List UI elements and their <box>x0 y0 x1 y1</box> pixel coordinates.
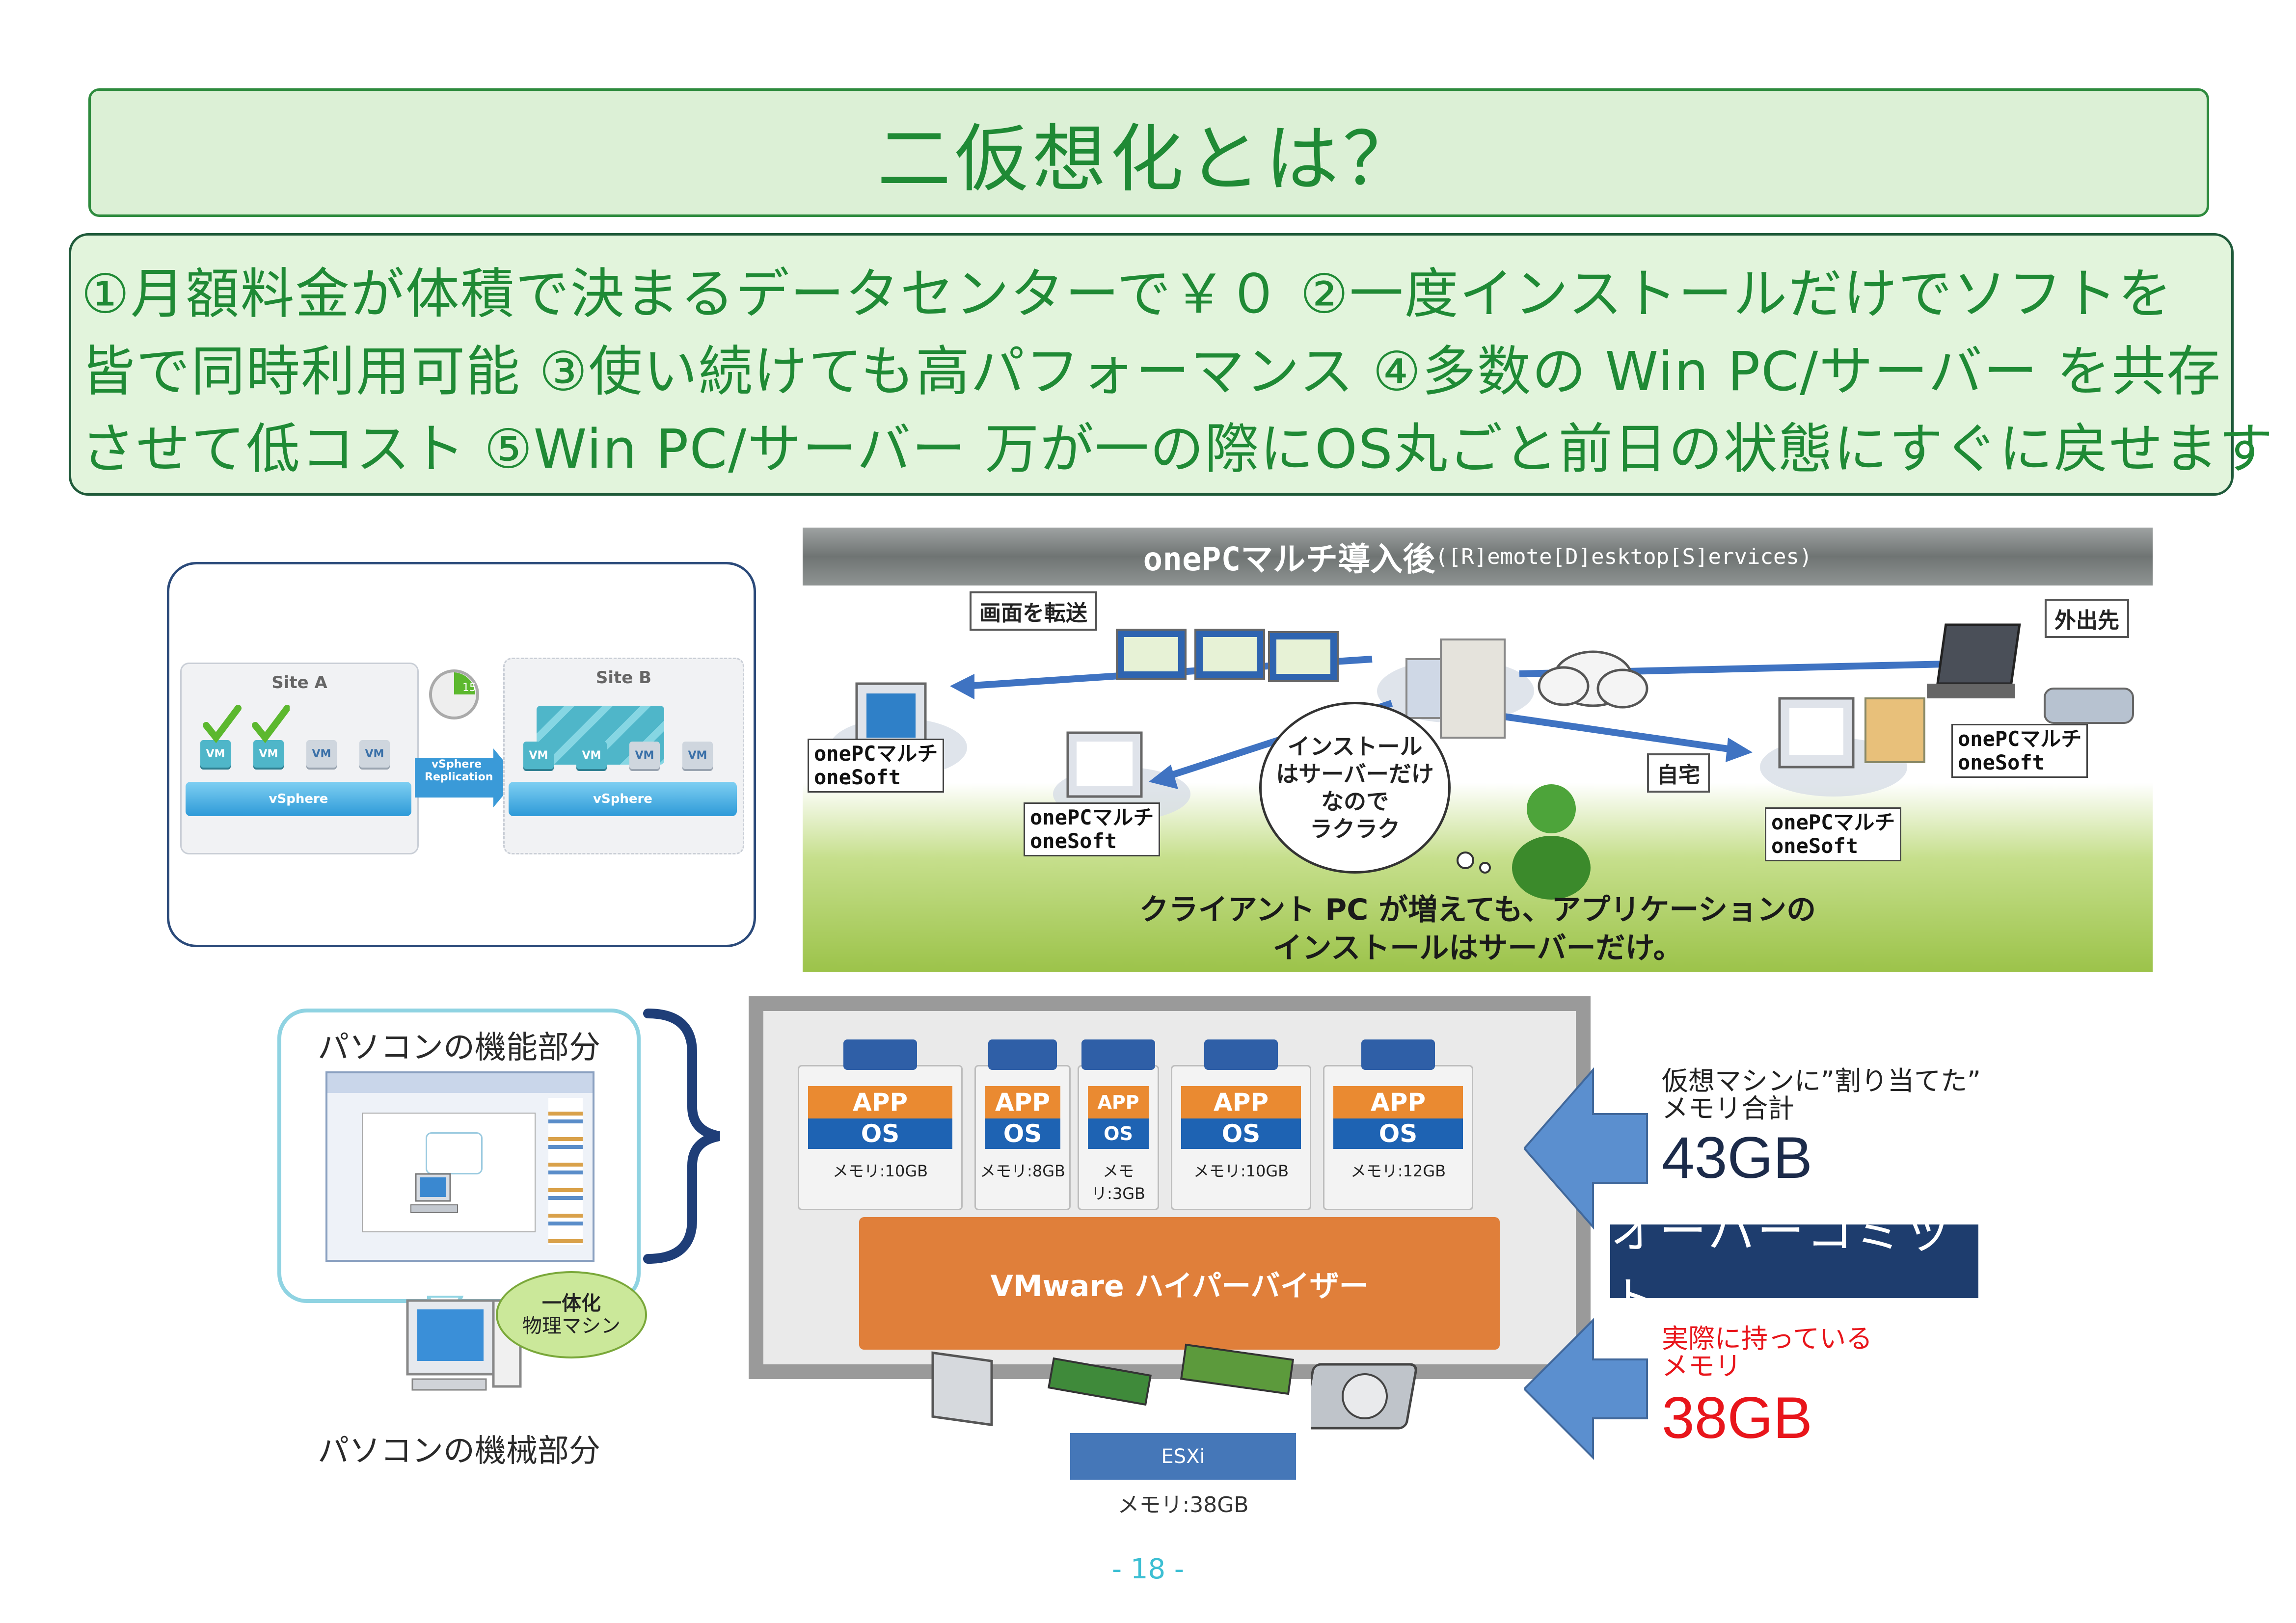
esxi-memory: メモリ:38GB <box>1117 1492 1249 1517</box>
page-number: - 18 - <box>1111 1553 1185 1585</box>
onepc-header: onePCマルチ導入後 ([R]emote[D]esktop[S]ervices… <box>803 528 2153 585</box>
computer-icon <box>410 1173 458 1213</box>
site-b-label: Site B <box>595 668 652 688</box>
vm-icon: VM <box>576 742 607 769</box>
esxi-bar: ESXi <box>1070 1433 1296 1480</box>
vm-box: APP OS メモリ:3GB <box>1078 1039 1159 1210</box>
onepc-diagram: onePCマルチ導入後 ([R]emote[D]esktop[S]ervices… <box>803 528 2153 972</box>
slide-title: 二仮想化とは？ <box>877 116 1420 202</box>
actual-memory-value: 38GB <box>1662 1385 1812 1451</box>
vm-icon: VM <box>523 742 554 769</box>
tag-outside: 外出先 <box>2045 599 2129 638</box>
onepc-title: onePCマルチ導入後 <box>1143 540 1435 578</box>
app-window <box>325 1071 594 1262</box>
vsphere-bar: vSphere <box>509 782 737 816</box>
actual-memory-label: 実際に持っている メモリ <box>1662 1323 1873 1382</box>
vm-box: APP OS メモリ:8GB <box>974 1039 1071 1210</box>
timer-icon: 15 <box>429 669 479 719</box>
vmware-frame: APP OS メモリ:10GB APP OS メモリ:8GB APP OS メモ… <box>749 996 1591 1379</box>
vm-memory: メモリ:12GB <box>1350 1162 1446 1180</box>
memory-icon <box>1047 1343 1295 1406</box>
vm-icon: VM <box>200 740 231 768</box>
arrow-left-icon <box>1524 1318 1648 1460</box>
hardware-icons <box>931 1343 1295 1427</box>
tag-home: 自宅 <box>1647 753 1710 793</box>
pc-functional-label: パソコンの機能部分 <box>318 1030 600 1066</box>
vm-memory: メモリ:10GB <box>1193 1162 1289 1180</box>
overcommit-badge: オーバーコミット <box>1610 1204 1978 1327</box>
hard-disk-icon <box>1311 1363 1417 1430</box>
vm-memory: メモリ:10GB <box>832 1162 928 1180</box>
timer-value: 15 <box>462 682 476 694</box>
assigned-memory-value: 43GB <box>1662 1125 1812 1191</box>
pc-mechanical-label: パソコンの機械部分 <box>318 1433 600 1469</box>
vsphere-bar: vSphere <box>186 782 411 816</box>
checkmark-icon <box>203 705 290 744</box>
vm-icon: VM <box>306 740 337 768</box>
thought-bubble: インストール はサーバーだけ なので ラクラク <box>1259 702 1451 874</box>
site-b-box: Site B VM VM VM VM vSphere <box>503 658 744 854</box>
replication-label: vSphere Replication <box>425 758 493 783</box>
replication-arrow-icon <box>415 748 518 807</box>
speech-bubble-icon <box>426 1132 483 1174</box>
vm-box: APP OS メモリ:10GB <box>798 1039 963 1210</box>
replication-panel: Site A VM VM VM VM vSphere 15 vSphere Re… <box>167 562 756 947</box>
summary-box: ①月額料金が体積で決まるデータセンターで￥０ ②一度インストールだけでソフトを … <box>69 233 2274 496</box>
vm-box: APP OS メモリ:10GB <box>1171 1039 1311 1210</box>
onepc-subtitle: ([R]emote[D]esktop[S]ervices) <box>1435 544 1812 569</box>
curly-brace-icon <box>643 1009 721 1264</box>
tag-transfer: 画面を転送 <box>970 591 1097 631</box>
vm-icon: VM <box>253 740 284 768</box>
vm-memory: メモリ:3GB <box>1091 1162 1145 1203</box>
site-a-label: Site A <box>271 673 327 692</box>
onepc-caption: クライアント PC が増えても、アプリケーションの インストールはサーバーだけ。 <box>1139 893 1816 965</box>
vm-icon: VM <box>682 742 713 769</box>
slide-title-box: 二仮想化とは？ <box>88 88 2209 217</box>
vm-icon: VM <box>359 740 390 768</box>
summary-line-1: ①月額料金が体積で決まるデータセンターで￥０ ②一度インストールだけでソフトを <box>81 263 2173 325</box>
vmware-inner: APP OS メモリ:10GB APP OS メモリ:8GB APP OS メモ… <box>763 1011 1576 1364</box>
vm-box: APP OS メモリ:12GB <box>1323 1039 1473 1210</box>
physical-machine-badge: 一体化物理マシン <box>496 1271 647 1358</box>
vm-icon: VM <box>629 742 660 769</box>
cpu-icon <box>931 1351 993 1427</box>
summary-line-3: させて低コスト ⑤Win PC/サーバー 万が一の際にOS丸ごと前日の状態にすぐ… <box>81 418 2274 480</box>
hypervisor-bar: VMware ハイパーバイザー <box>859 1217 1500 1350</box>
arrow-left-icon <box>1524 1067 1648 1230</box>
pc-functional-box: パソコンの機能部分 <box>277 1009 641 1303</box>
site-a-box: Site A VM VM VM VM vSphere <box>180 663 419 854</box>
vm-memory: メモリ:8GB <box>980 1162 1065 1180</box>
assigned-memory-label: 仮想マシンに”割り当てた” メモリ合計 <box>1662 1065 1981 1124</box>
summary-line-2: 皆で同時利用可能 ③使い続けても高パフォーマンス ④多数の Win PC/サーバ… <box>81 340 2222 403</box>
